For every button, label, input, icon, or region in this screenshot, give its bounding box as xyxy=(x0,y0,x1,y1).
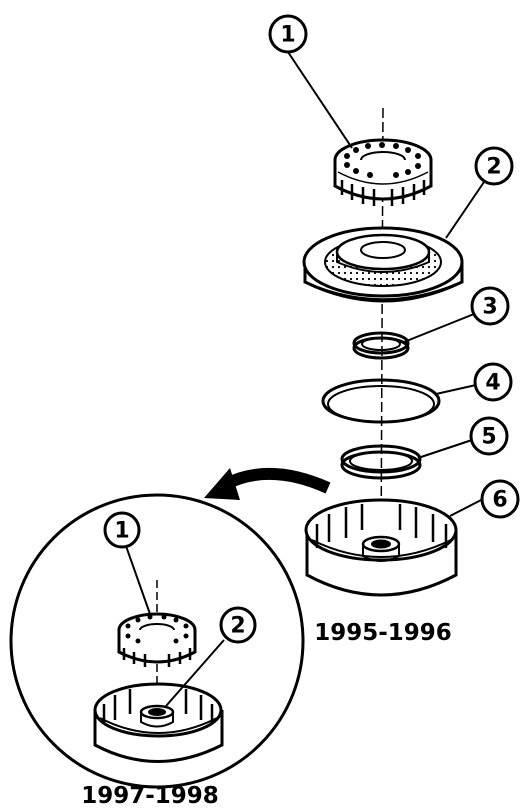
svg-text:2: 2 xyxy=(230,614,245,639)
part-2-drum xyxy=(302,226,464,303)
svg-text:2: 2 xyxy=(486,155,501,180)
inset-leader-lines xyxy=(125,545,225,707)
callout-3: 3 xyxy=(470,286,510,326)
svg-text:1: 1 xyxy=(114,519,129,544)
part-4-large-ring xyxy=(321,378,441,424)
year-label-main: 1995-1996 xyxy=(314,620,452,646)
part-3-seal-ring xyxy=(352,331,410,360)
inset-thrust-bearing xyxy=(117,612,197,667)
inset-detail: 1 2 xyxy=(9,493,305,789)
main-callouts: 1 2 3 4 5 6 xyxy=(268,14,520,519)
curved-arrow xyxy=(204,467,331,500)
svg-text:5: 5 xyxy=(481,425,496,450)
svg-text:1: 1 xyxy=(280,23,295,48)
inset-housing xyxy=(93,682,224,763)
callout-2: 2 xyxy=(474,146,514,186)
svg-text:4: 4 xyxy=(485,371,500,396)
callout-1: 1 xyxy=(268,14,308,54)
main-assembly xyxy=(302,107,464,597)
svg-text:3: 3 xyxy=(482,295,497,320)
inset-callout-1: 1 xyxy=(103,511,141,549)
part-5-medium-ring xyxy=(340,444,422,480)
svg-text:6: 6 xyxy=(492,488,507,513)
callout-4: 4 xyxy=(473,362,513,402)
part-1-thrust-bearing xyxy=(333,138,433,206)
callout-6: 6 xyxy=(480,479,520,519)
callout-5: 5 xyxy=(469,416,509,456)
year-label-inset: 1997-1998 xyxy=(81,783,219,809)
main-leader-lines xyxy=(287,51,486,517)
part-6-housing xyxy=(304,498,458,597)
inset-callout-2: 2 xyxy=(219,606,257,644)
